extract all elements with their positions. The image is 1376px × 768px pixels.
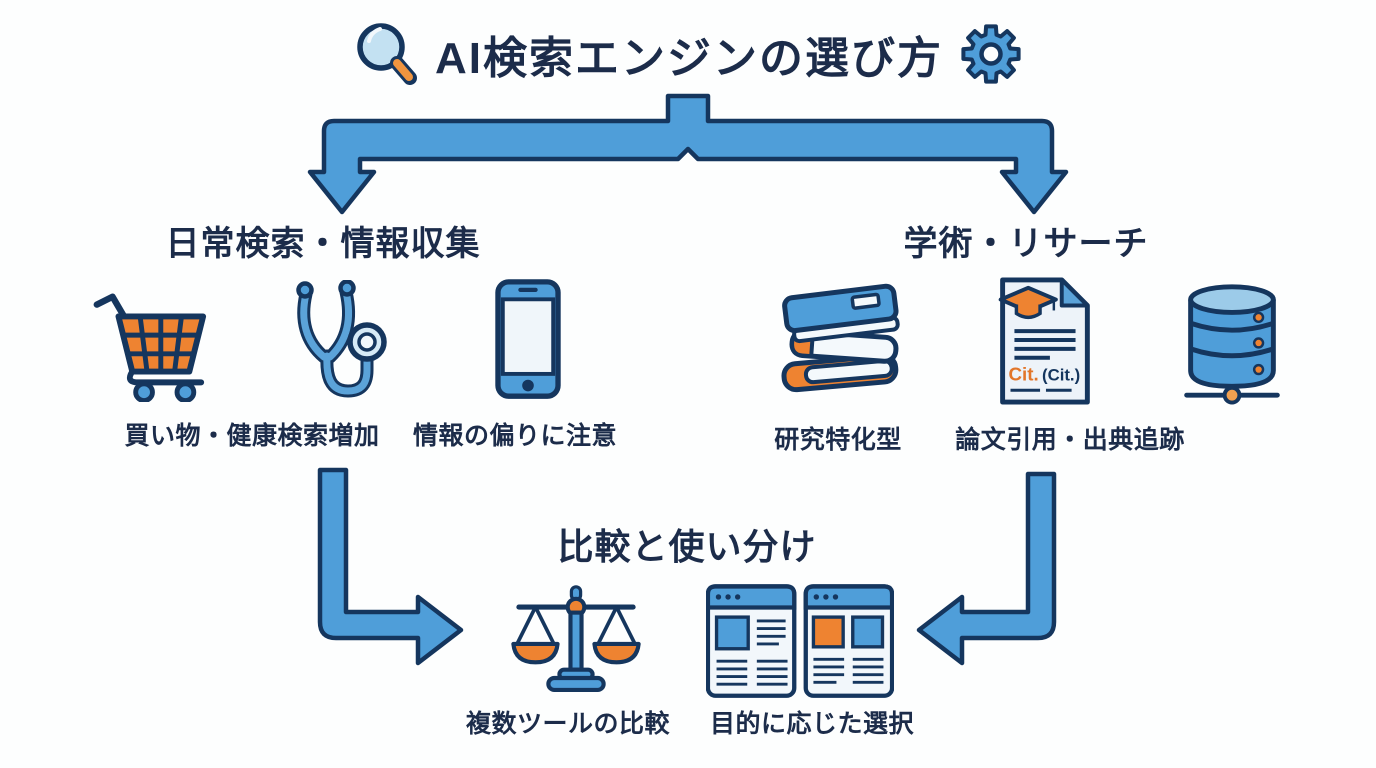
cit-label-text: Cit. [1009, 363, 1039, 384]
database-icon [1184, 284, 1280, 405]
magnifier-icon [357, 23, 417, 85]
browser-window-1 [706, 584, 797, 698]
label-citation-tracking: 論文引用・出典追跡 [955, 426, 1185, 454]
title-row: AI検索エンジンの選び方 [0, 14, 1376, 94]
shopping-cart-icon [93, 293, 207, 402]
right-elbow-arrow [916, 471, 1057, 666]
label-info-bias: 情報の偏りに注意 [412, 422, 618, 450]
browser-windows-icon [706, 584, 894, 698]
stethoscope-icon [296, 280, 387, 398]
gear-icon [961, 24, 1021, 84]
branch-arrow [307, 93, 1069, 215]
smartphone-icon [495, 279, 561, 399]
books-icon [781, 283, 900, 393]
browser-window-2 [803, 584, 894, 698]
label-purpose-selection: 目的に応じた選択 [709, 710, 915, 738]
label-shopping-health: 買い物・健康検索増加 [124, 422, 380, 450]
page-title: AI検索エンジンの選び方 [435, 34, 943, 83]
label-multi-tool: 複数ツールの比較 [465, 710, 671, 738]
label-research-specialized: 研究特化型 [774, 426, 902, 454]
section-heading-daily: 日常検索・情報収集 [165, 225, 481, 263]
left-elbow-arrow [317, 467, 464, 666]
section-heading-academic: 学術・リサーチ [903, 225, 1149, 263]
section-heading-comparison: 比較と使い分け [557, 526, 817, 567]
balance-scale-icon [511, 585, 641, 693]
citation-document-icon: Cit. (Cit.) [998, 277, 1090, 405]
cit-reference-text: (Cit.) [1042, 365, 1080, 384]
